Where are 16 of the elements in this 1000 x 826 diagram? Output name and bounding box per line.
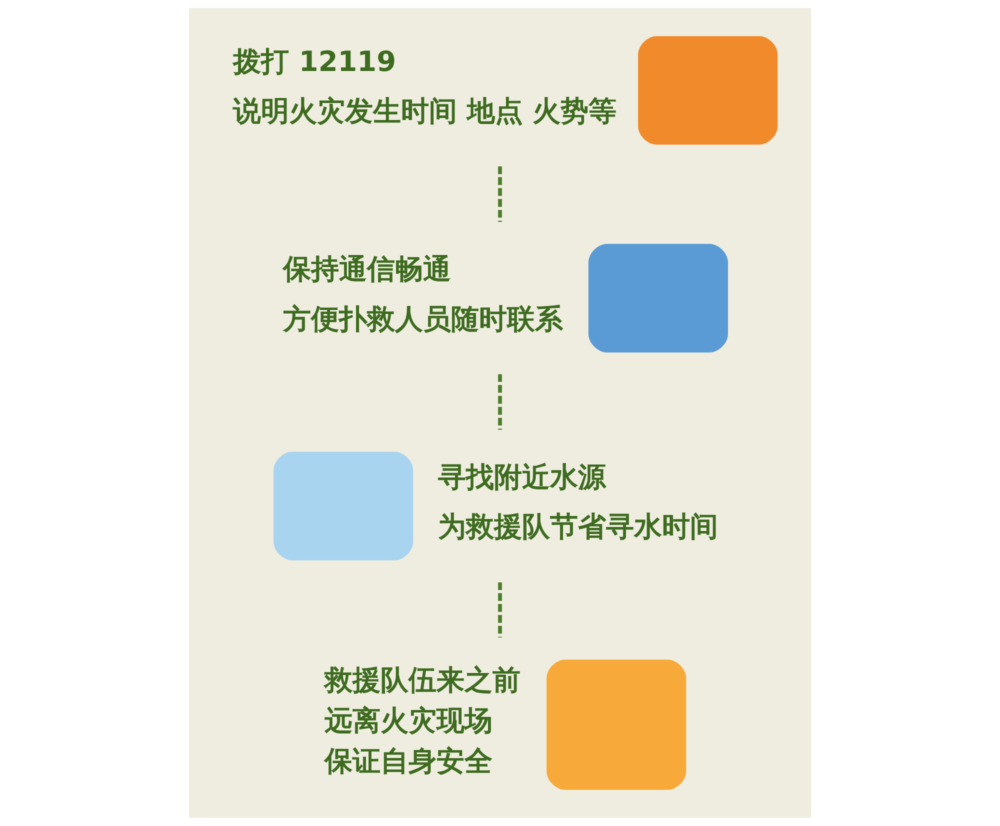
node-box [588,244,728,352]
node-label: 寻找附近水源 [438,460,606,494]
connector [498,582,502,638]
node-label: 方便扑救人员随时联系 [282,302,563,336]
node-box [546,660,686,790]
node-label: 为救援队节省寻水时间 [438,510,718,544]
node-label: 远离火灾现场 [324,704,493,738]
connector [498,166,502,222]
node-label: 保持通信畅通 [282,252,451,286]
node-box [638,36,778,145]
node-label: 说明火灾发生时间 地点 火势等 [233,94,617,128]
node-label: 拨打 12119 [233,44,396,78]
node-label: 保证自身安全 [324,744,493,778]
node-label: 救援队伍来之前 [324,664,521,697]
connector [498,374,502,430]
node-box [274,452,414,560]
